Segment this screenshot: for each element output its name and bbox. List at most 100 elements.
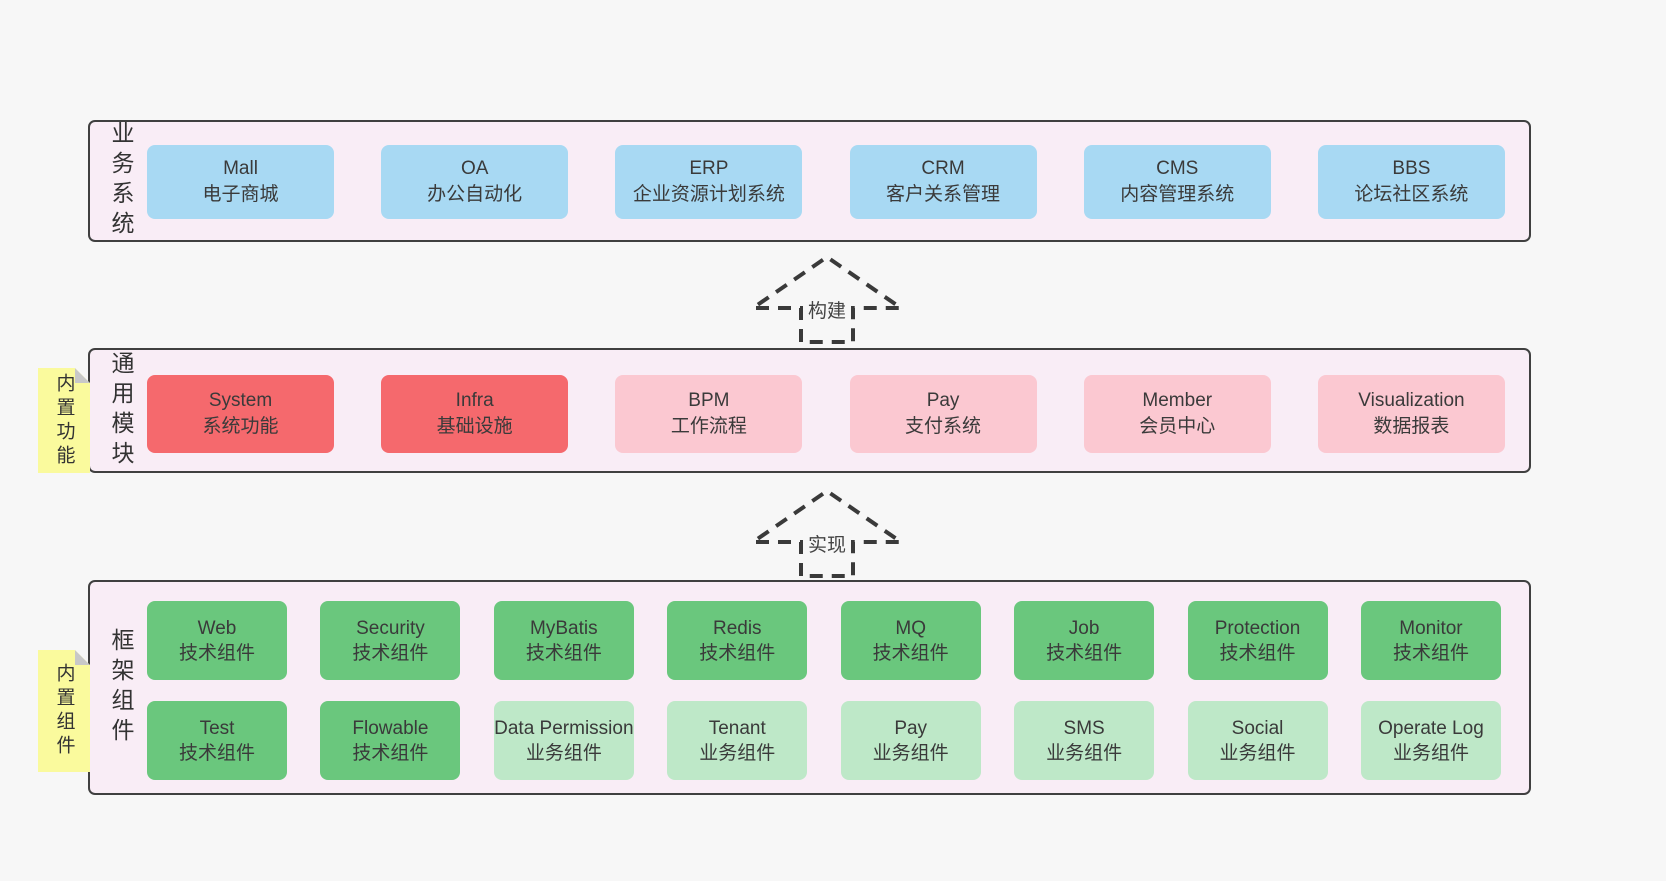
system-box-cms: CMS 内容管理系统 <box>1083 145 1271 219</box>
box-title: MQ <box>895 617 926 639</box>
framework-components-layer: 框架组件 Web 技术组件 Security 技术组件 MyBatis 技术组件… <box>88 580 1531 795</box>
box-title: BPM <box>688 390 730 411</box>
box-title: Web <box>197 617 237 639</box>
up-arrow-icon <box>746 488 908 578</box>
common-modules-row: System 系统功能 Infra 基础设施 BPM 工作流程 Pay 支付系统… <box>147 375 1505 453</box>
box-subtitle: 业务组件 <box>1392 742 1469 764</box>
common-modules-label: 通用模块 <box>108 350 134 471</box>
box-subtitle: 企业资源计划系统 <box>632 184 785 205</box>
box-subtitle: 技术组件 <box>1046 642 1123 664</box>
box-title: CRM <box>921 158 965 179</box>
component-box-sms: SMS 业务组件 <box>1014 701 1155 780</box>
framework-components-row-1: Web 技术组件 Security 技术组件 MyBatis 技术组件 Redi… <box>147 601 1501 680</box>
module-box-infra: Infra 基础设施 <box>381 375 569 453</box>
component-box-tenant: Tenant 业务组件 <box>667 701 808 780</box>
box-subtitle: 业务组件 <box>1219 742 1296 764</box>
component-box-redis: Redis 技术组件 <box>667 601 808 680</box>
box-subtitle: 业务组件 <box>699 742 776 764</box>
module-box-system: System 系统功能 <box>147 375 334 453</box>
box-subtitle: 技术组件 <box>178 742 255 764</box>
box-subtitle: 技术组件 <box>1219 642 1296 664</box>
box-subtitle: 客户关系管理 <box>886 184 1001 205</box>
business-systems-label: 业务系统 <box>108 121 134 241</box>
box-subtitle: 会员中心 <box>1139 416 1216 437</box>
box-subtitle: 技术组件 <box>872 642 949 664</box>
framework-components-label: 框架组件 <box>108 627 134 748</box>
box-title: Member <box>1142 390 1213 411</box>
module-box-bpm: BPM 工作流程 <box>615 375 803 453</box>
box-subtitle: 业务组件 <box>872 742 949 764</box>
component-box-security: Security 技术组件 <box>320 601 461 680</box>
box-subtitle: 工作流程 <box>670 416 747 437</box>
box-title: Data Permission <box>494 717 634 739</box>
box-title: Monitor <box>1399 617 1463 639</box>
box-title: Operate Log <box>1378 717 1484 739</box>
box-title: Protection <box>1214 617 1301 639</box>
build-arrow: 构建 <box>745 251 909 345</box>
box-title: Job <box>1068 617 1100 639</box>
module-box-member: Member 会员中心 <box>1083 375 1271 453</box>
sticky-note-text: 内置功能 <box>53 372 75 469</box>
framework-components-row-2: Test 技术组件 Flowable 技术组件 Data Permission … <box>147 701 1501 780</box>
box-title: System <box>208 390 273 411</box>
box-title: Test <box>199 717 235 739</box>
implement-arrow: 实现 <box>745 485 909 579</box>
builtin-features-sticky-note: 内置功能 <box>38 368 90 473</box>
box-title: Flowable <box>352 717 429 739</box>
module-box-pay: Pay 支付系统 <box>849 375 1037 453</box>
box-title: Redis <box>712 617 762 639</box>
implement-arrow-label: 实现 <box>804 529 850 558</box>
box-title: Tenant <box>708 717 766 739</box>
box-subtitle: 技术组件 <box>352 642 429 664</box>
box-subtitle: 内容管理系统 <box>1120 184 1235 205</box>
box-subtitle: 数据报表 <box>1373 416 1450 437</box>
sticky-note-text: 内置组件 <box>53 663 75 759</box>
box-subtitle: 技术组件 <box>1392 642 1469 664</box>
box-title: Security <box>356 617 425 639</box>
common-modules-layer: 通用模块 System 系统功能 Infra 基础设施 BPM 工作流程 Pay… <box>88 348 1531 473</box>
component-box-mq: MQ 技术组件 <box>840 601 981 680</box>
box-title: SMS <box>1063 717 1105 739</box>
component-box-web: Web 技术组件 <box>147 601 287 680</box>
component-box-pay: Pay 业务组件 <box>840 701 981 780</box>
box-title: Mall <box>223 158 258 179</box>
component-box-data-permission: Data Permission 业务组件 <box>493 701 634 780</box>
system-box-erp: ERP 企业资源计划系统 <box>615 145 803 219</box>
box-subtitle: 业务组件 <box>525 742 602 764</box>
box-subtitle: 系统功能 <box>202 416 279 437</box>
build-arrow-label: 构建 <box>804 295 850 324</box>
box-title: Pay <box>894 717 928 739</box>
module-box-visualization: Visualization 数据报表 <box>1317 375 1505 453</box>
box-subtitle: 业务组件 <box>1046 742 1123 764</box>
up-arrow-icon <box>746 254 908 344</box>
box-subtitle: 基础设施 <box>436 416 513 437</box>
component-box-monitor: Monitor 技术组件 <box>1360 601 1501 680</box>
component-box-test: Test 技术组件 <box>147 701 287 780</box>
box-subtitle: 办公自动化 <box>427 184 523 205</box>
box-subtitle: 技术组件 <box>525 642 602 664</box>
component-box-protection: Protection 技术组件 <box>1187 601 1328 680</box>
component-box-job: Job 技术组件 <box>1014 601 1155 680</box>
box-subtitle: 电子商城 <box>202 184 279 205</box>
box-title: Pay <box>926 390 960 411</box>
business-systems-row: Mall 电子商城 OA 办公自动化 ERP 企业资源计划系统 CRM 客户关系… <box>147 145 1505 219</box>
component-box-operate-log: Operate Log 业务组件 <box>1360 701 1501 780</box>
box-subtitle: 论坛社区系统 <box>1354 184 1469 205</box>
system-box-bbs: BBS 论坛社区系统 <box>1317 145 1505 219</box>
box-subtitle: 技术组件 <box>699 642 776 664</box>
box-title: CMS <box>1156 158 1199 179</box>
box-title: OA <box>460 158 489 179</box>
box-title: MyBatis <box>530 617 598 639</box>
box-subtitle: 技术组件 <box>352 742 429 764</box>
box-subtitle: 技术组件 <box>178 642 255 664</box>
box-title: Visualization <box>1358 390 1465 411</box>
business-systems-layer: 业务系统 Mall 电子商城 OA 办公自动化 ERP 企业资源计划系统 CRM… <box>88 120 1531 242</box>
system-box-crm: CRM 客户关系管理 <box>849 145 1037 219</box>
builtin-components-sticky-note: 内置组件 <box>38 650 90 772</box>
system-box-oa: OA 办公自动化 <box>381 145 569 219</box>
component-box-mybatis: MyBatis 技术组件 <box>493 601 634 680</box>
box-subtitle: 支付系统 <box>905 416 982 437</box>
box-title: Infra <box>455 390 494 411</box>
component-box-flowable: Flowable 技术组件 <box>320 701 461 780</box>
box-title: Social <box>1231 717 1284 739</box>
